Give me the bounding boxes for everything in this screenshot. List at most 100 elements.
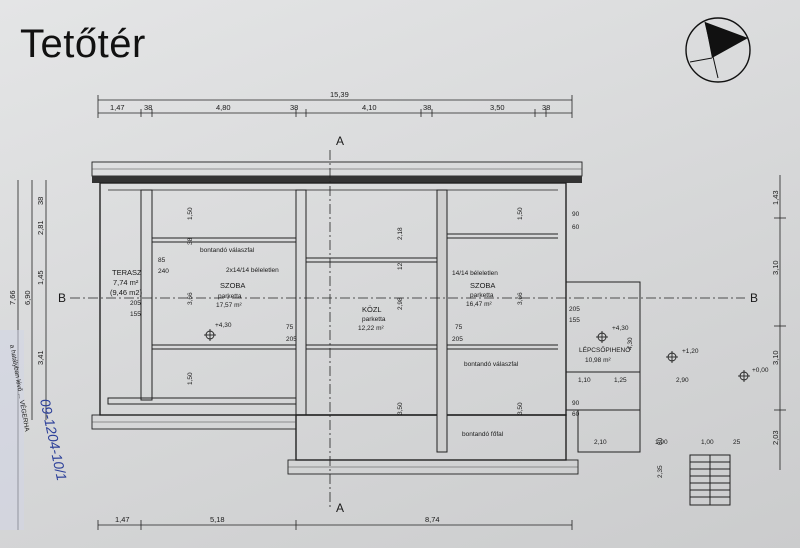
section-lines — [70, 150, 745, 510]
dim-right-b: 3,10 — [771, 260, 780, 275]
dim-left-total: 7,66 — [8, 290, 17, 305]
room-terasz-area2: (9,46 m2) — [110, 288, 143, 297]
idim-w5: 2,18 — [397, 227, 404, 240]
idim-s7: 25 — [733, 439, 741, 446]
note-bontando-fofal: bontandó főfal — [462, 431, 504, 438]
note-beleletlen-1: 2x14/14 béleletlen — [226, 267, 279, 274]
idim-o3: 205 — [130, 300, 141, 307]
dim-right-a: 1,43 — [771, 190, 780, 205]
level-2: +4,30 — [612, 325, 629, 332]
idim-o4: 155 — [130, 311, 141, 318]
dim-left-a: 38 — [36, 197, 45, 205]
dim-top-3: 4,80 — [216, 103, 231, 112]
room-szoba1-floor: parketta — [218, 293, 242, 300]
idim-w11: 12 — [397, 262, 404, 270]
section-mark-a-bottom: A — [336, 501, 344, 515]
idim-s2: 1,25 — [614, 377, 627, 384]
dim-left-c: 1,45 — [36, 270, 45, 285]
note-bontando-valaszfal: bontandó válaszfal — [200, 247, 255, 254]
section-mark-a-top: A — [336, 134, 344, 148]
room-terasz-area: 7,74 m² — [113, 278, 139, 287]
idim-s1: 1,10 — [578, 377, 591, 384]
idim-w1: 1,50 — [187, 207, 194, 220]
idim-w2: 38 — [187, 237, 194, 245]
dim-left-b: 2,81 — [36, 220, 45, 235]
idim-w3: 3,66 — [187, 292, 194, 305]
dim-total-top: 15,39 — [330, 90, 349, 99]
dim-bottom-2: 5,18 — [210, 515, 225, 524]
idim-s5: 1,90 — [655, 439, 668, 446]
room-kozl-area: 12,22 m² — [358, 325, 384, 332]
margin-handwriting: 09-1204-10/1 — [37, 397, 70, 482]
idim-s10: 80 — [657, 437, 664, 445]
idim-w9: 3,66 — [517, 292, 524, 305]
idim-o1: 85 — [158, 257, 166, 264]
room-szoba2-name: SZOBA — [470, 281, 495, 290]
level-1: +4,30 — [215, 322, 232, 329]
section-mark-b-left: B — [58, 291, 66, 305]
margin-stamp: a hatályban lévő ... VÉGERHA — [0, 330, 32, 530]
dim-left-d: 3,41 — [36, 350, 45, 365]
idim-o10: 155 — [569, 317, 580, 324]
idim-o2: 240 — [158, 268, 169, 275]
idim-o6: 205 — [286, 336, 297, 343]
room-lepcso-area: 10,98 m² — [585, 357, 611, 364]
room-szoba2-floor: parketta — [470, 292, 494, 299]
dim-top-8: 38 — [542, 103, 550, 112]
idim-o14: 60 — [572, 411, 580, 418]
dim-left-sub: 6,90 — [23, 290, 32, 305]
idim-s6: 1,00 — [701, 439, 714, 446]
interior-walls — [107, 189, 558, 453]
dim-bottom-3: 8,74 — [425, 515, 440, 524]
roof-eave-bottom — [91, 414, 579, 475]
dim-right-c: 3,10 — [771, 350, 780, 365]
note-bontando-valaszfal-2: bontandó válaszfal — [464, 361, 519, 368]
room-szoba2-area: 16,47 m² — [466, 301, 492, 308]
idim-s4: 2,10 — [594, 439, 607, 446]
idim-o7: 75 — [455, 324, 463, 331]
room-kozl-floor: parketta — [362, 316, 386, 323]
idim-o8: 205 — [452, 336, 463, 343]
page-title: Tetőtér — [20, 22, 146, 66]
section-mark-b-right: B — [750, 291, 758, 305]
dim-top-4: 38 — [290, 103, 298, 112]
dim-right-d: 2,03 — [771, 430, 780, 445]
dim-top-6: 38 — [423, 103, 431, 112]
dim-lines-bottom — [97, 520, 573, 530]
outer-walls — [99, 182, 567, 461]
room-lepcso-name: LÉPCSŐPIHENŐ — [579, 345, 630, 354]
stair-landing — [565, 281, 731, 506]
idim-s9: 2,35 — [657, 465, 664, 478]
level-marker-icons — [204, 329, 750, 382]
idim-o9: 205 — [569, 306, 580, 313]
idim-o12: 60 — [572, 224, 580, 231]
dim-lines-top — [97, 95, 573, 118]
room-szoba1-area: 17,57 m² — [216, 302, 242, 309]
roof-eave-top — [91, 161, 583, 183]
note-beleletlen-2: 14/14 béleletlen — [452, 270, 498, 277]
north-arrow-icon — [685, 17, 751, 83]
idim-o5: 75 — [286, 324, 294, 331]
level-4: +0,00 — [752, 367, 769, 374]
idim-w8: 1,50 — [517, 207, 524, 220]
dim-top-1: 1,47 — [110, 103, 125, 112]
dim-top-2: 38 — [144, 103, 152, 112]
idim-s3: 2,90 — [676, 377, 689, 384]
idim-w4: 1,50 — [187, 372, 194, 385]
room-terasz-name: TERASZ — [112, 268, 142, 277]
idim-w10: 3,50 — [517, 402, 524, 415]
dim-bottom-1: 1,47 — [115, 515, 130, 524]
dim-top-7: 3,50 — [490, 103, 505, 112]
idim-s8: 4,30 — [627, 337, 634, 350]
room-szoba1-name: SZOBA — [220, 281, 245, 290]
room-kozl-name: KÖZL — [362, 305, 382, 314]
idim-o11: 90 — [572, 211, 580, 218]
dim-lines-right — [774, 175, 786, 470]
dim-top-5: 4,10 — [362, 103, 377, 112]
idim-w6: 2,98 — [397, 297, 404, 310]
idim-w7: 3,50 — [397, 402, 404, 415]
level-3: +1,20 — [682, 348, 699, 355]
idim-o13: 90 — [572, 400, 580, 407]
